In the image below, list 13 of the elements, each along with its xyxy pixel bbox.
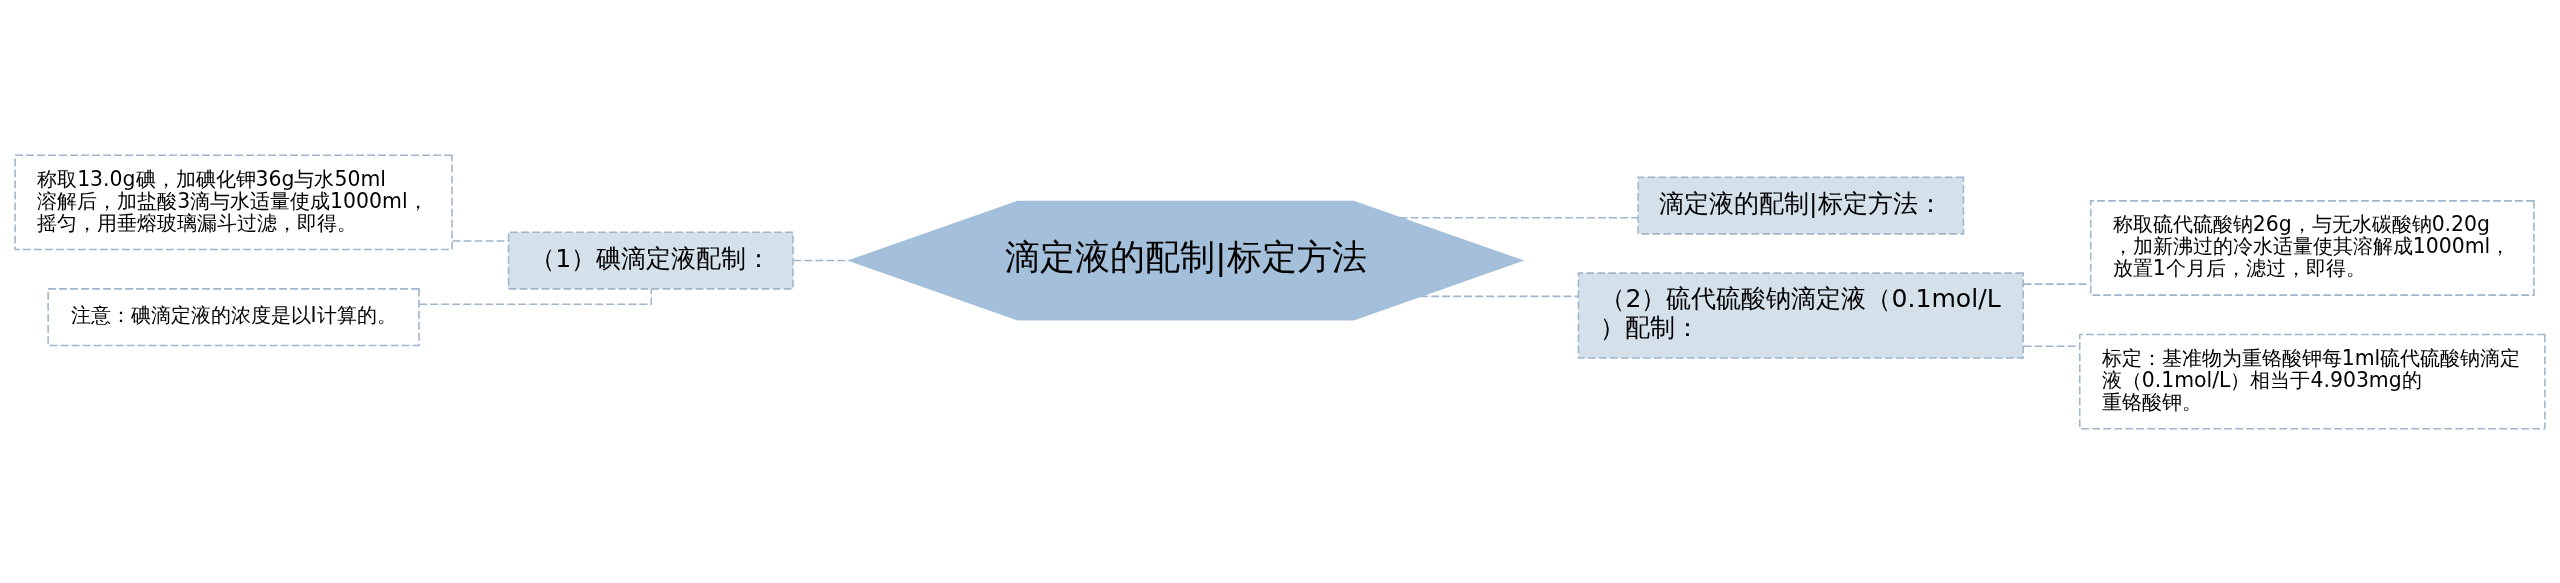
connector [792, 259, 850, 261]
node-box: 称取13.0g碘，加碘化钾36g与水50ml溶解后，加盐酸3滴与水适量使成1000ml，摇匀，用垂熔玻璃漏斗过滤，即得。 [14, 154, 453, 250]
node-box: 滴定液的配制|标定方法： [1637, 176, 1965, 235]
connector [1399, 216, 1639, 218]
node-box: （2）硫代硫酸钠滴定液（0.1mol/L）配制： [1577, 271, 2024, 359]
connector [2022, 282, 2092, 285]
connector [418, 287, 653, 305]
node-box: （1）碘滴定液配制： [507, 231, 794, 290]
node-box: 称取硫代硫酸钠26g，与无水碳酸钠0.20g，加新沸过的冷水适量使其溶解成1000ml，放置1个月后，滤过，即得。 [2089, 199, 2535, 296]
node-box: 标定：基准物为重铬酸钾每1ml硫代硫酸钠滴定液（0.1mol/L）相当于4.903mg的重铬酸钾。 [2078, 333, 2546, 429]
node-box: 注意：碘滴定液的浓度是以I计算的。 [47, 287, 420, 346]
connector [1419, 295, 1579, 297]
connector [2022, 344, 2081, 347]
